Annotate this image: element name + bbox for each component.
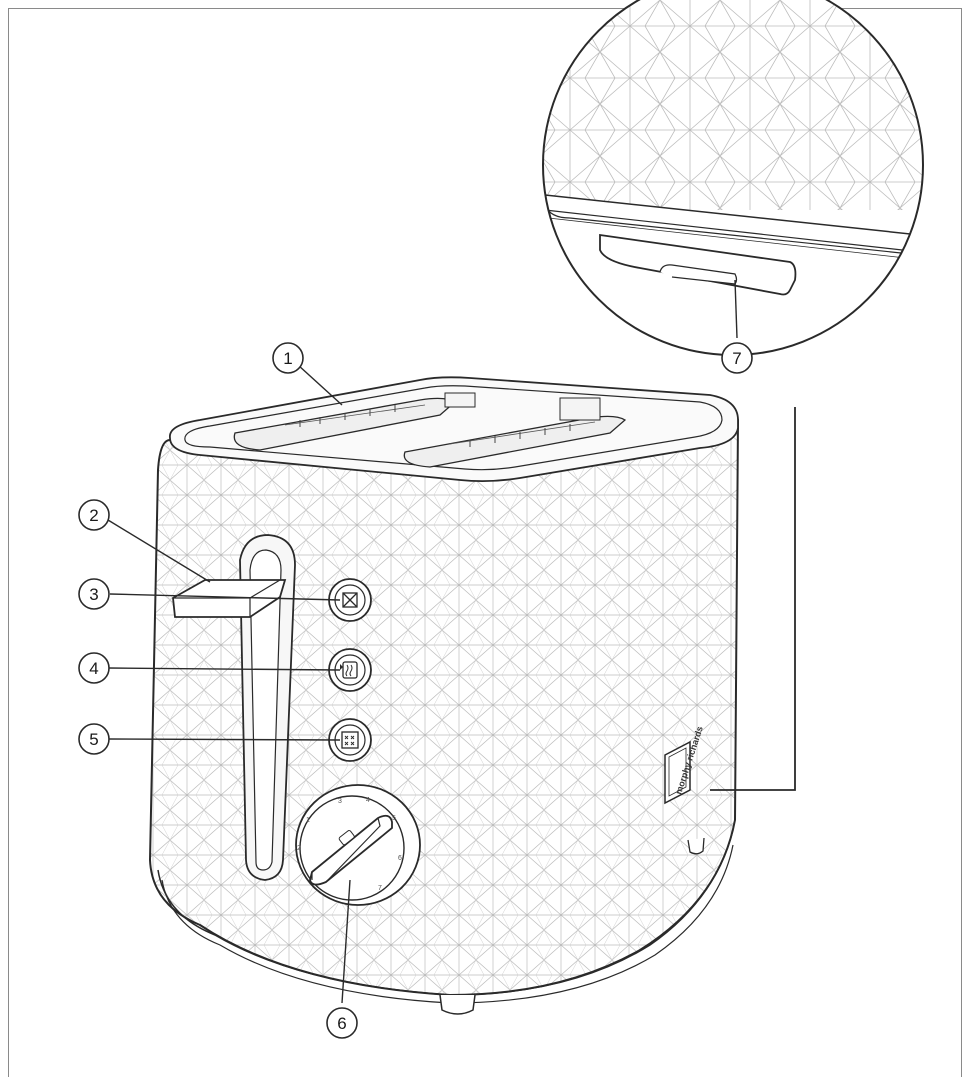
right-bread-slot xyxy=(403,392,627,468)
svg-text:5: 5 xyxy=(392,815,396,822)
svg-text:6: 6 xyxy=(337,1014,346,1033)
svg-text:4: 4 xyxy=(366,797,370,804)
callout-3: 3 xyxy=(78,578,110,610)
callout-4: 4 xyxy=(78,652,110,684)
leader-lines xyxy=(107,279,738,1004)
lever[interactable] xyxy=(172,579,287,618)
browning-control-dial[interactable]: 1 2 3 4 5 6 7 xyxy=(295,784,421,906)
reheat-button[interactable] xyxy=(328,648,372,692)
reheat-icon xyxy=(340,661,358,679)
callout-2: 2 xyxy=(78,499,110,531)
svg-text:1: 1 xyxy=(283,349,292,368)
svg-text:2: 2 xyxy=(89,506,98,525)
svg-text:2: 2 xyxy=(297,845,301,852)
svg-text:4: 4 xyxy=(89,659,98,678)
callout-6: 6 xyxy=(326,1007,358,1039)
dial-knob[interactable] xyxy=(309,814,393,886)
left-bread-slot xyxy=(233,397,457,451)
svg-text:5: 5 xyxy=(89,730,98,749)
dial-scale: 1 2 3 4 5 6 7 xyxy=(297,797,402,892)
callout-7: 7 xyxy=(721,342,753,374)
svg-text:7: 7 xyxy=(378,885,382,892)
svg-text:1: 1 xyxy=(306,817,310,824)
detail-connector xyxy=(710,407,796,791)
figure-frame xyxy=(8,8,962,1077)
defrost-icon xyxy=(341,731,359,749)
svg-text:3: 3 xyxy=(89,585,98,604)
toaster-top xyxy=(169,376,739,483)
svg-text:6: 6 xyxy=(398,855,402,862)
defrost-button[interactable] xyxy=(328,718,372,762)
svg-text:7: 7 xyxy=(732,349,741,368)
lever-channel xyxy=(239,534,296,881)
cancel-icon xyxy=(342,592,358,608)
callout-5: 5 xyxy=(78,723,110,755)
crumb-tray-detail xyxy=(542,0,924,356)
callout-1: 1 xyxy=(272,342,304,374)
crumb-tray[interactable] xyxy=(599,233,797,296)
svg-text:3: 3 xyxy=(338,798,342,805)
